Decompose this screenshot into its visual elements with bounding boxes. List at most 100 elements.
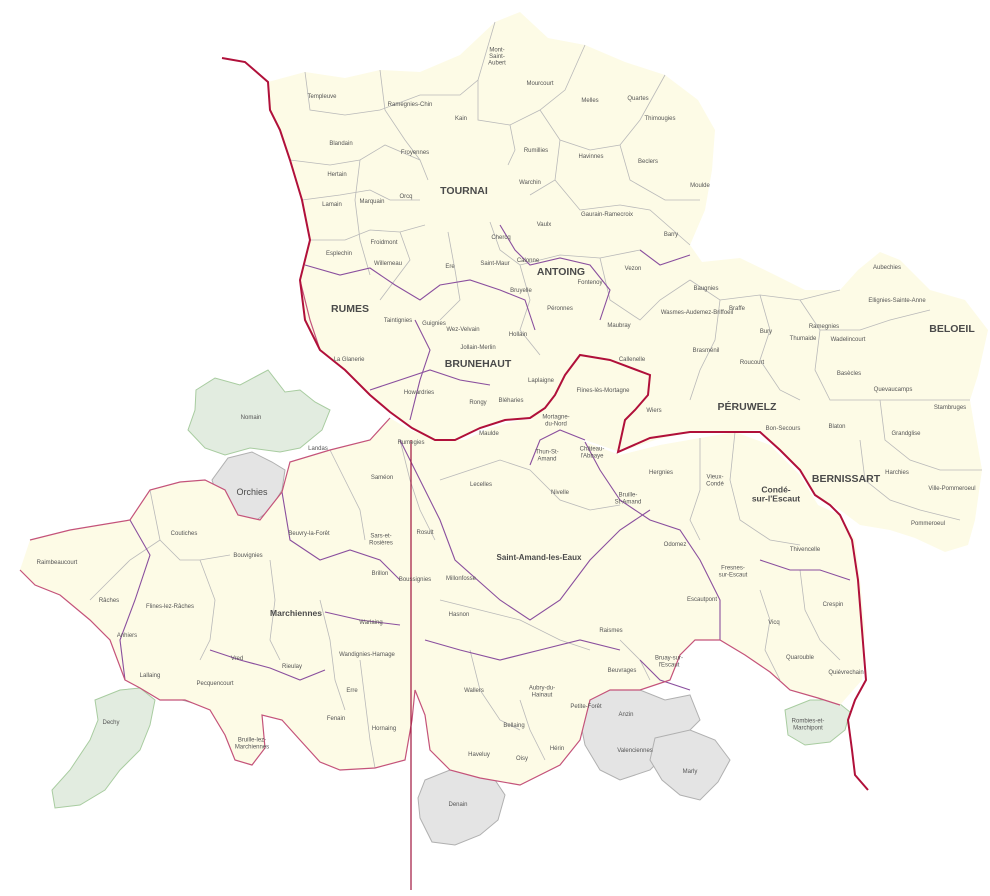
label-mont-saint-aubert: Mont-Saint-Aubert [488, 47, 506, 66]
label-coutiches: Coutiches [171, 531, 198, 537]
label-bellaing: Bellaing [503, 723, 524, 729]
area-nomain [187, 369, 331, 456]
label-wallers: Wallers [464, 688, 484, 694]
label-maulde: Maulde [479, 431, 499, 437]
label-moulde: Moulde [690, 183, 710, 189]
label-peruwelz: PÉRUWELZ [718, 400, 778, 413]
intercommunal-borders [119, 224, 851, 691]
label-beuvry-la-foret: Beuvry-la-Forêt [288, 531, 330, 537]
label-denain: Denain [448, 802, 467, 808]
label-rumegies: Rumegies [397, 440, 424, 446]
label-basecles: Basècles [837, 371, 861, 377]
label-bouvignies: Bouvignies [233, 553, 262, 559]
label-vicq: Vicq [768, 620, 780, 626]
label-odomez: Odomez [664, 542, 687, 548]
label-oisy: Oisy [516, 756, 528, 762]
label-braffe: Braffe [729, 306, 746, 312]
label-pommeroeul: Pommeroeul [911, 521, 945, 527]
label-antoing: ANTOING [537, 266, 585, 278]
label-millonfosse: Millonfosse [446, 576, 477, 582]
label-maubray: Maubray [607, 323, 630, 329]
label-anzin: Anzin [618, 712, 633, 718]
label-erre: Erre [346, 688, 358, 694]
label-hergnies: Hergnies [649, 470, 673, 476]
label-marchiennes: Marchiennes [270, 608, 322, 618]
label-thimougies: Thimougies [644, 116, 675, 122]
label-jollain-merlin: Jollain-Merlin [460, 345, 495, 351]
label-bruille-lez-marchiennes: Bruille-lez-Marchiennes [235, 738, 269, 751]
label-fontenoy: Fontenoy [577, 280, 602, 286]
label-bury: Bury [760, 329, 772, 335]
label-callenelle: Callenelle [619, 357, 646, 363]
label-rongy: Rongy [469, 400, 486, 406]
label-nivelle: Nivelle [551, 490, 570, 496]
label-roucourt: Roucourt [740, 360, 765, 366]
label-laplaigne: Laplaigne [528, 378, 555, 384]
label-vaulx: Vaulx [537, 222, 552, 228]
label-bernissart: BERNISSART [812, 473, 881, 485]
label-pecquencourt: Pecquencourt [196, 681, 233, 687]
territory-north [268, 12, 988, 552]
area-marly [649, 729, 731, 801]
label-thun-st-amand: Thun-St-Amand [535, 450, 558, 463]
label-brunehaut: BRUNEHAUT [445, 358, 512, 370]
label-warlaing: Warlaing [359, 620, 382, 626]
label-froidmont: Froidmont [370, 240, 397, 246]
label-wez-velvain: Wez-Velvain [446, 327, 479, 333]
label-blandain: Blandain [329, 141, 352, 147]
label-warchin: Warchin [519, 180, 541, 186]
label-mortagne-du-nord: Mortagne-du-Nord [542, 415, 569, 428]
area-dechy [51, 687, 156, 809]
label-rieulay: Rieulay [282, 664, 302, 670]
label-ville-pommeroeul: Ville-Pommeroeul [928, 486, 975, 492]
label-havinnes: Havinnes [578, 154, 603, 160]
label-beuvrages: Beuvrages [608, 668, 637, 674]
territory [20, 12, 988, 785]
label-froyennes: Froyennes [401, 150, 429, 156]
label-ramegnies-chin: Ramegnies-Chin [388, 102, 433, 108]
major-labels: TOURNAI ANTOING RUMES BRUNEHAUT BELOEIL … [236, 185, 975, 618]
label-fresnes-sur-escaut: Fresnes-sur-Escaut [719, 566, 748, 579]
label-blaton: Blaton [828, 424, 845, 430]
label-beclers: Beclers [638, 159, 658, 165]
label-fenain: Fenain [327, 716, 345, 722]
label-quarouble: Quarouble [786, 655, 815, 661]
label-bon-secours: Bon-Secours [766, 426, 801, 432]
label-valenciennes: Valenciennes [617, 748, 653, 754]
label-rumes: RUMES [331, 303, 369, 315]
label-wiers: Wiers [646, 408, 661, 414]
label-esplechin: Esplechin [326, 251, 352, 257]
label-taintignies: Taintignies [384, 318, 412, 324]
label-peronnes: Péronnes [547, 306, 573, 312]
label-nomain: Nomain [241, 415, 262, 421]
label-hasnon: Hasnon [449, 612, 470, 618]
label-landas: Landas [308, 446, 328, 452]
label-orchies: Orchies [236, 487, 268, 497]
label-marly: Marly [683, 769, 698, 775]
label-bleharies: Bléharies [498, 398, 523, 404]
label-raismes: Raismes [599, 628, 622, 634]
label-quievrechain: Quiévrechain [828, 670, 863, 676]
territory-south [20, 418, 865, 785]
label-brillon: Brillon [372, 571, 389, 577]
label-anhiers: Anhiers [117, 633, 137, 639]
label-herin: Hérin [550, 746, 564, 752]
label-saint-amand-les-eaux: Saint-Amand-les-Eaux [497, 553, 582, 562]
label-bruille-st-amand: Bruille-St-Amand [615, 493, 642, 506]
label-raches: Râches [99, 598, 119, 604]
label-willemeau: Willemeau [374, 261, 402, 267]
label-sameon: Saméon [371, 475, 393, 481]
label-tournai: TOURNAI [440, 185, 488, 197]
label-flines-les-mortagne: Flines-lès-Mortagne [576, 388, 630, 394]
national-border-line [221, 57, 869, 791]
label-thivencelle: Thivencelle [790, 547, 821, 553]
label-howardries: Howardries [404, 390, 434, 396]
label-aubry-du-hainaut: Aubry-du-Hainaut [529, 686, 555, 699]
label-quevaucamps: Quevaucamps [874, 387, 913, 393]
label-orcq: Orcq [399, 194, 412, 200]
label-wadelincourt: Wadelincourt [831, 337, 866, 343]
label-chateau-l-abbaye: Château-l'Abbaye [580, 447, 605, 460]
label-templeuve: Templeuve [307, 94, 337, 100]
label-vred: Vred [231, 656, 243, 662]
